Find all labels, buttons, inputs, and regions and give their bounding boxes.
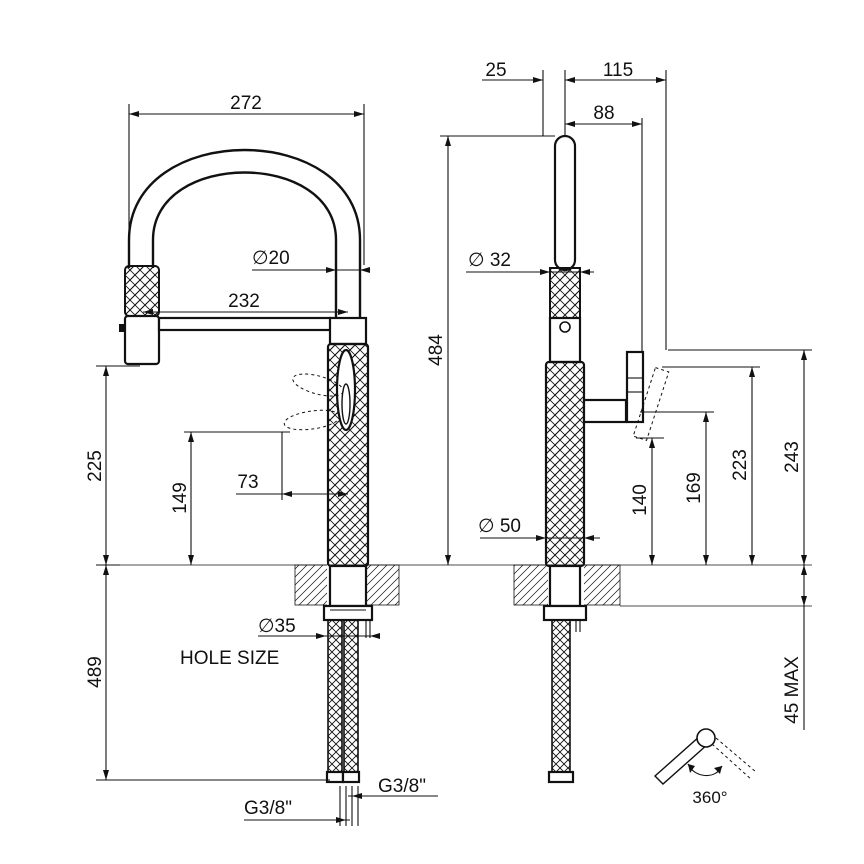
rotation-label: 360° [692,788,727,807]
holder-arm [157,316,333,332]
body-collar [328,316,368,346]
spout-arc-outer [127,148,362,320]
side-lever [625,350,645,424]
side-view: 25 115 88 484 ∅ 32 ∅ 50 140 169 223 [426,60,812,784]
dim-diameter-50: ∅ 50 [478,516,521,537]
dim-489: 489 [85,656,106,688]
spray-head-body [123,314,161,366]
inlet-right-label: G3/8" [378,776,426,797]
dim-169: 169 [684,472,705,504]
dim-140: 140 [630,484,651,516]
lever-ghost-positions [283,373,344,431]
dim-232: 232 [228,291,260,312]
spray-head-grip [124,265,160,317]
dim-73: 73 [237,472,258,493]
dim-484: 484 [426,334,447,366]
side-spout [553,134,577,272]
dim-diameter-20: ∅20 [252,248,290,269]
dim-149: 149 [170,482,191,514]
inlet-left-label: G3/8" [244,798,292,819]
dim-hole-diameter: ∅35 [258,616,296,637]
dim-45-max: 45 MAX [782,656,803,724]
hose-right [343,619,359,773]
dim-225: 225 [85,450,106,482]
spout-arc-inner [151,171,338,320]
dim-88: 88 [593,103,614,124]
dim-223: 223 [730,449,751,481]
dim-diameter-32: ∅ 32 [468,250,511,271]
dim-25: 25 [485,60,506,81]
hose-left [327,619,343,773]
side-hose [551,619,571,773]
dim-272: 272 [230,93,262,114]
side-spray-grip [549,267,581,319]
hole-size-label: HOLE SIZE [180,648,279,669]
dim-243: 243 [782,441,803,473]
side-lever-hub [582,398,628,424]
dim-115: 115 [603,60,633,81]
front-view: 272 ∅20 232 225 149 73 489 ∅35 [85,93,440,826]
rotation-symbol: 360° [653,728,757,807]
base-shank [328,564,368,608]
fixing-nut [322,604,374,622]
side-body-column [544,360,586,568]
